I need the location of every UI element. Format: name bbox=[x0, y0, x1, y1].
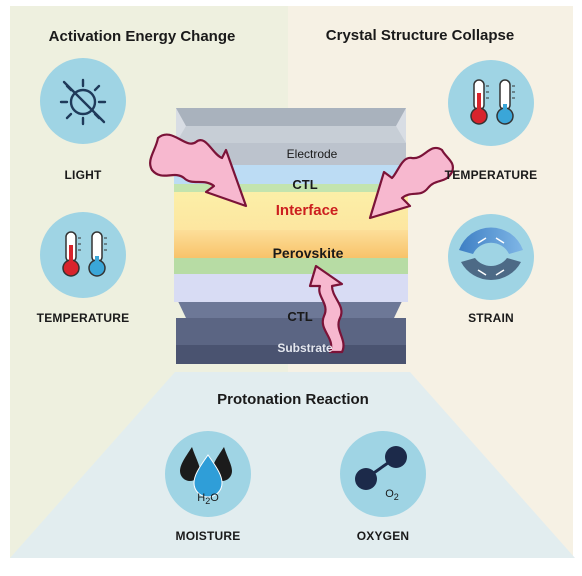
thermometer-hot-icon-left bbox=[62, 231, 81, 277]
arrow-bottom-wavy bbox=[308, 264, 345, 354]
moisture-label: MOISTURE bbox=[175, 529, 241, 543]
crystal-title: Crystal Structure Collapse bbox=[325, 27, 515, 44]
device-stack bbox=[174, 108, 408, 364]
perovskite-layer bbox=[174, 226, 408, 258]
thermometer-cold-icon-left bbox=[88, 231, 107, 277]
water-formula: H2O bbox=[197, 492, 219, 506]
oxygen-icon-bg bbox=[340, 431, 426, 517]
thermometer-cold-icon-right bbox=[496, 79, 515, 125]
substrate-layer-top bbox=[176, 297, 404, 318]
oxygen-label: OXYGEN bbox=[356, 529, 410, 543]
ctl-bottom-label: CTL bbox=[287, 309, 313, 324]
water-formula-h: H bbox=[197, 492, 206, 504]
substrate-label: Substrate bbox=[277, 341, 333, 355]
light-off-icon bbox=[59, 78, 107, 126]
temperature-left-label: TEMPERATURE bbox=[36, 311, 130, 325]
strain-icon bbox=[459, 227, 523, 280]
arrow-right-wavy bbox=[368, 147, 454, 220]
electrode-label: Electrode bbox=[286, 147, 338, 161]
activation-title: Activation Energy Change bbox=[48, 28, 236, 45]
water-formula-o: O bbox=[210, 492, 219, 504]
ctl-top-label: CTL bbox=[292, 177, 318, 192]
oxygen-formula-sub: 2 bbox=[393, 492, 399, 503]
strain-label: STRAIN bbox=[468, 311, 514, 325]
light-label: LIGHT bbox=[64, 168, 102, 182]
temperature-left-icon-bg bbox=[40, 212, 126, 298]
oxygen-formula: O2 bbox=[385, 488, 399, 502]
water-drops-icon bbox=[180, 447, 232, 498]
oxygen-molecule-icon bbox=[355, 446, 407, 490]
ctl-bottom-layer bbox=[174, 272, 408, 302]
protonation-title: Protonation Reaction bbox=[217, 391, 369, 408]
water-formula-sub: 2 bbox=[205, 496, 211, 507]
bottom-panel-bg bbox=[10, 372, 575, 558]
arrow-left-wavy bbox=[149, 133, 248, 208]
oxygen-formula-o: O bbox=[385, 488, 394, 500]
thermometer-hot-icon-right bbox=[470, 79, 489, 125]
temperature-right-icon-bg bbox=[448, 60, 534, 146]
perovskite-label: Perovskite bbox=[272, 245, 344, 261]
temperature-right-label: TEMPERATURE bbox=[444, 168, 538, 182]
interface-label: Interface bbox=[275, 202, 339, 219]
strain-icon-bg bbox=[448, 214, 534, 300]
electrode-layer bbox=[176, 143, 406, 165]
